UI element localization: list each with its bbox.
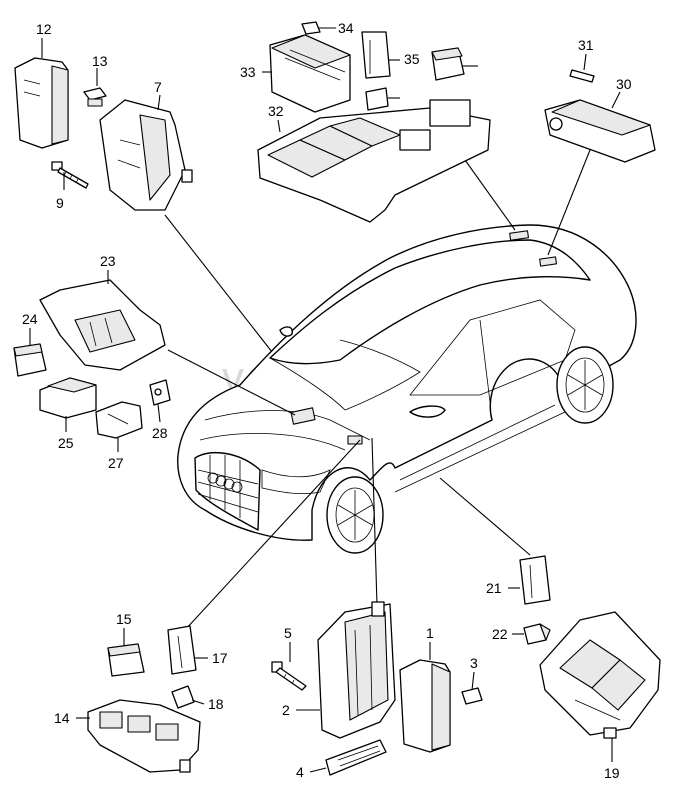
callout-15: 18 — [208, 696, 224, 712]
part-24-fuse-holder — [95, 401, 143, 439]
part-14-relay-carrier — [167, 625, 197, 675]
part-33-relay-carrier — [361, 31, 391, 79]
callout-32: 34 — [338, 20, 354, 36]
callout-33: 35 — [404, 51, 420, 67]
part-7-bracket — [99, 99, 193, 211]
part-15-fuse-icon — [171, 685, 195, 709]
callout-22: 24 — [22, 311, 38, 327]
part-8-connector-housing — [14, 57, 69, 149]
callout-labels: 12 13 7 9 34 33 35 32 31 30 23 24 25 27 … — [22, 20, 632, 781]
part-18-relay-carrier — [519, 555, 551, 605]
part-27-module — [544, 99, 656, 163]
leader-lines — [164, 149, 591, 631]
part-22-relay-icon — [13, 343, 47, 377]
callout-14: 17 — [212, 650, 228, 666]
part-5-bolt-icon — [271, 661, 307, 691]
part-4-cover — [325, 739, 387, 776]
callout-8: 12 — [36, 21, 52, 37]
part-30-fuse-box-icon — [257, 99, 491, 223]
part-9-fuse-icon — [83, 87, 107, 107]
part-10-bolt-icon — [51, 161, 89, 189]
brand-rings-icon — [207, 472, 243, 493]
callout-3: 3 — [470, 655, 478, 671]
callout-ticks — [29, 27, 621, 773]
callout-2: 2 — [282, 702, 290, 718]
callout-5: 5 — [284, 625, 292, 641]
front-wheel — [326, 476, 384, 554]
part-31-cover — [269, 34, 351, 113]
grille-mesh — [197, 455, 259, 518]
part-28-strap — [569, 69, 595, 83]
callout-12: 14 — [54, 710, 70, 726]
callout-17: 19 — [604, 765, 620, 781]
callout-28: 31 — [578, 37, 594, 53]
part-2-bracket — [317, 601, 396, 739]
callout-18: 21 — [486, 580, 502, 596]
part-17-fuse-box-icon — [539, 611, 661, 739]
callout-21: 23 — [100, 253, 116, 269]
part-12-fuse-box-icon — [87, 699, 201, 773]
part-32-fuse-icon — [301, 21, 321, 35]
part-35-relay-icon — [431, 47, 465, 81]
callout-30: 32 — [268, 103, 284, 119]
callout-4: 4 — [296, 764, 304, 780]
callout-24: 27 — [108, 455, 124, 471]
part-23-fuse-holder — [39, 377, 97, 419]
part-1-connector-housing — [399, 659, 451, 753]
callout-13: 15 — [116, 611, 132, 627]
callout-23: 25 — [58, 435, 74, 451]
part-21-bracket — [39, 279, 166, 371]
callout-10: 9 — [56, 195, 64, 211]
part-13-relay-icon — [107, 643, 145, 677]
part-34-clip — [365, 87, 389, 111]
rear-wheel — [556, 346, 614, 424]
part-25-clip — [149, 379, 171, 406]
callout-1: 1 — [426, 625, 434, 641]
part-19-fuse-icon — [523, 623, 551, 645]
callout-9: 13 — [92, 53, 108, 69]
part-3-fuse-icon — [461, 687, 483, 705]
callout-27: 30 — [616, 76, 632, 92]
car-outline-icon — [177, 224, 637, 554]
callout-7: 7 — [154, 79, 162, 95]
callout-25: 28 — [152, 425, 168, 441]
callout-31: 33 — [240, 64, 256, 80]
callout-19: 22 — [492, 626, 508, 642]
